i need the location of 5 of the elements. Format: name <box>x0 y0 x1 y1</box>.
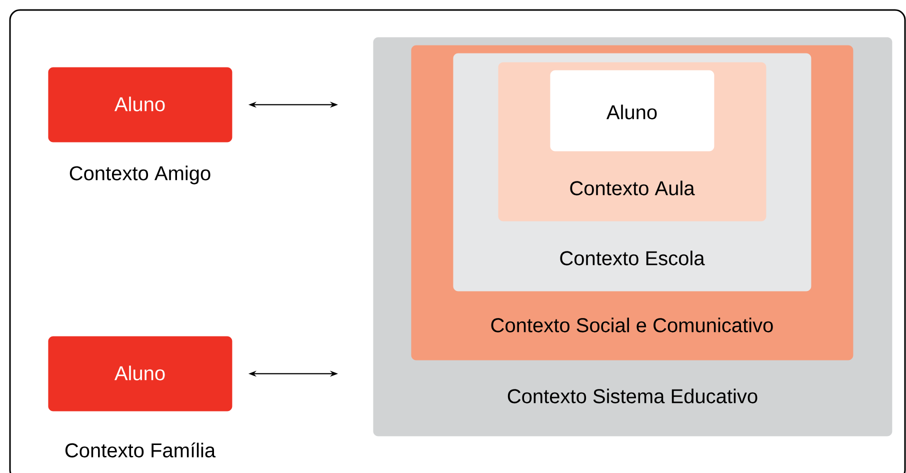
student-box: Aluno <box>48 336 232 412</box>
student-box: Aluno <box>48 67 232 142</box>
student-box: Aluno <box>550 70 714 152</box>
caption-text: Contexto Família <box>65 442 216 458</box>
caption-text: Contexto Amigo <box>70 166 210 184</box>
